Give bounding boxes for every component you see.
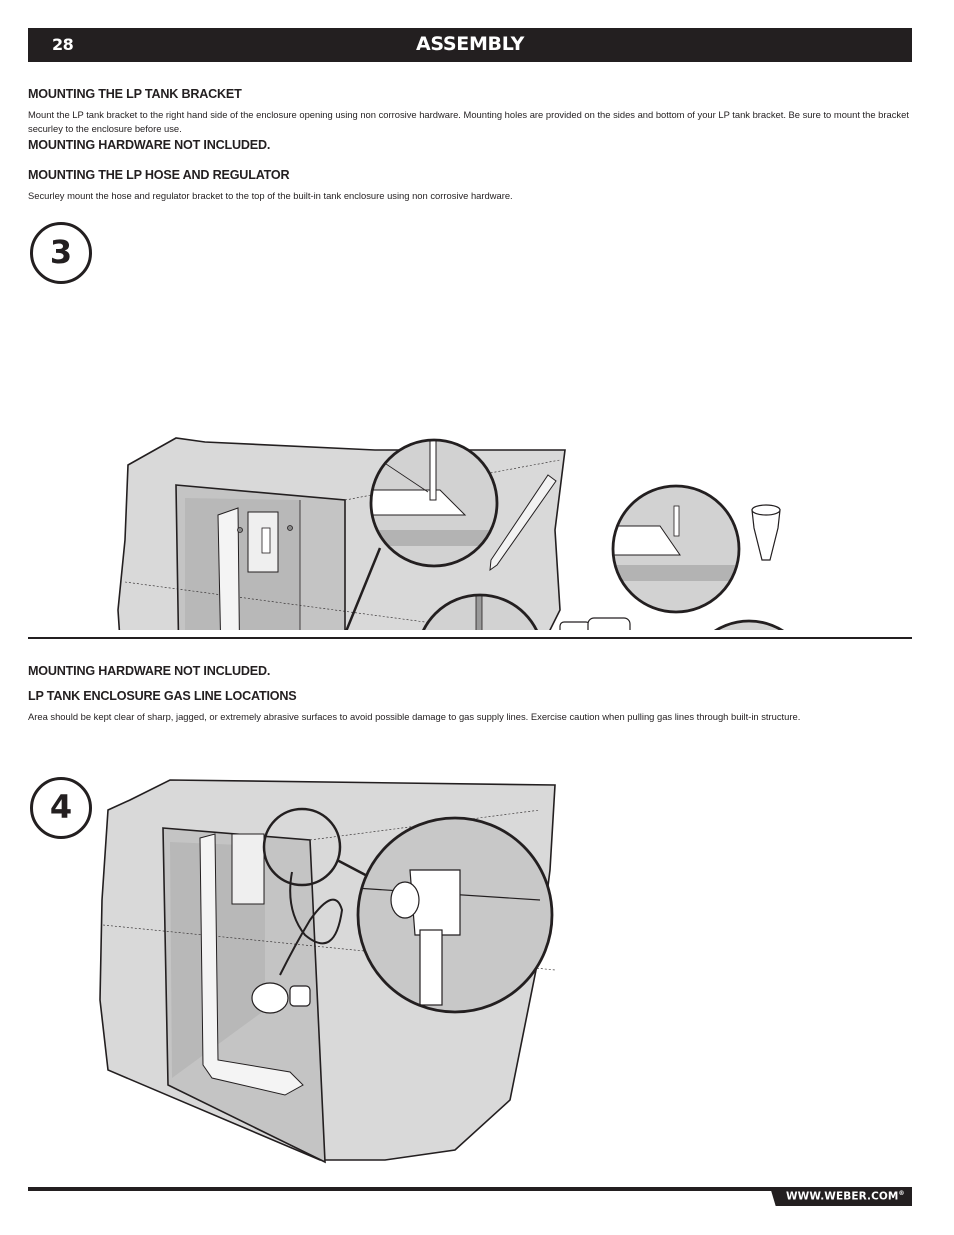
zoom-detail-screw-fasten xyxy=(686,619,812,630)
heading-mounting-bracket: MOUNTING THE LP TANK BRACKET xyxy=(28,87,242,101)
zoom-detail-pencil-mark xyxy=(369,438,499,568)
page-header-bar: 28 ASSEMBLY xyxy=(28,28,912,62)
plastic-anchor-icon xyxy=(751,504,781,561)
zoom-detail-anchor-insert xyxy=(611,484,741,614)
step-3-illustration xyxy=(117,437,812,630)
bracket-instructions: Mount the LP tank bracket to the right h… xyxy=(28,109,909,134)
footer-rule xyxy=(28,1187,912,1191)
page-number: 28 xyxy=(52,35,74,54)
section-divider xyxy=(28,637,912,639)
hardware-not-included-note-2: MOUNTING HARDWARE NOT INCLUDED. xyxy=(28,664,271,678)
hardware-not-included-note: MOUNTING HARDWARE NOT INCLUDED. xyxy=(28,138,271,152)
footer-tab xyxy=(770,1187,912,1206)
step-3-badge: 3 xyxy=(30,222,92,284)
section-title: ASSEMBLY xyxy=(415,33,525,55)
lp-tank-bracket xyxy=(217,507,279,630)
step-4-illustration xyxy=(99,779,556,1164)
zoom-detail-regulator-bracket xyxy=(356,816,554,1014)
regulator-hose xyxy=(251,871,344,1014)
detail-callout-circle xyxy=(262,807,342,887)
step-4-badge: 4 xyxy=(30,777,92,839)
pencil-icon xyxy=(489,474,557,572)
footer-website-link[interactable]: WWW.WEBER.COM® xyxy=(786,1190,905,1203)
heading-gas-line-locations: LP TANK ENCLOSURE GAS LINE LOCATIONS xyxy=(28,689,297,703)
hose-instructions: Securley mount the hose and regulator br… xyxy=(28,190,513,201)
footer-url-text: WWW.WEBER.COM xyxy=(786,1190,899,1203)
power-drill-icon xyxy=(559,617,631,630)
heading-mounting-hose: MOUNTING THE LP HOSE AND REGULATOR xyxy=(28,168,290,182)
lp-tank-bracket xyxy=(199,833,304,1096)
bracket-screws xyxy=(237,525,293,533)
gas-line-instructions: Area should be kept clear of sharp, jagg… xyxy=(28,711,801,722)
registered-mark: ® xyxy=(898,1190,905,1197)
